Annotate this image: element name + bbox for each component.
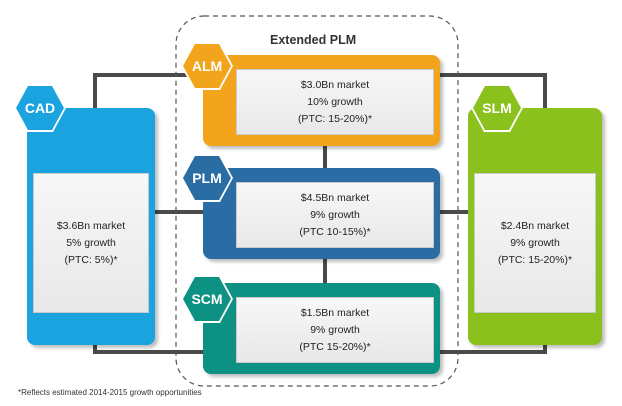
cad-ptc: (PTC: 5%)* [64, 253, 118, 266]
scm-info-box: $1.5Bn market 9% growth (PTC 15-20%)* [236, 297, 434, 363]
scm-ptc: (PTC 15-20%)* [299, 340, 371, 353]
slm-market: $2.4Bn market [500, 219, 570, 232]
slm-info-box: $2.4Bn market 9% growth (PTC: 15-20%)* [474, 173, 596, 313]
cad-panel: $3.6Bn market 5% growth (PTC: 5%)* [27, 108, 155, 345]
slm-hex-label: SLM [473, 86, 521, 130]
plm-ptc: (PTC 10-15%)* [299, 225, 371, 238]
cad-hex-label: CAD [16, 86, 64, 130]
alm-growth: 10% growth [307, 95, 363, 108]
cad-info-box: $3.6Bn market 5% growth (PTC: 5%)* [33, 173, 149, 313]
extended-plm-title: Extended PLM [270, 33, 357, 47]
alm-info-box: $3.0Bn market 10% growth (PTC: 15-20%)* [236, 69, 434, 135]
alm-ptc: (PTC: 15-20%)* [297, 112, 373, 125]
cad-growth: 5% growth [66, 236, 116, 249]
slm-panel: $2.4Bn market 9% growth (PTC: 15-20%)* [468, 108, 602, 345]
slm-ptc: (PTC: 15-20%)* [497, 253, 573, 266]
cad-market: $3.6Bn market [56, 219, 126, 232]
plm-info-box: $4.5Bn market 9% growth (PTC 10-15%)* [236, 182, 434, 248]
scm-hex-label: SCM [183, 277, 231, 321]
alm-market: $3.0Bn market [300, 78, 370, 91]
slm-growth: 9% growth [510, 236, 560, 249]
alm-panel: $3.0Bn market 10% growth (PTC: 15-20%)* [203, 55, 440, 146]
scm-panel: $1.5Bn market 9% growth (PTC 15-20%)* [203, 283, 440, 374]
scm-market: $1.5Bn market [300, 306, 370, 319]
plm-panel: $4.5Bn market 9% growth (PTC 10-15%)* [203, 168, 440, 259]
plm-market: $4.5Bn market [300, 191, 370, 204]
footnote: *Reflects estimated 2014-2015 growth opp… [18, 388, 202, 397]
scm-growth: 9% growth [310, 323, 360, 336]
plm-growth: 9% growth [310, 208, 360, 221]
